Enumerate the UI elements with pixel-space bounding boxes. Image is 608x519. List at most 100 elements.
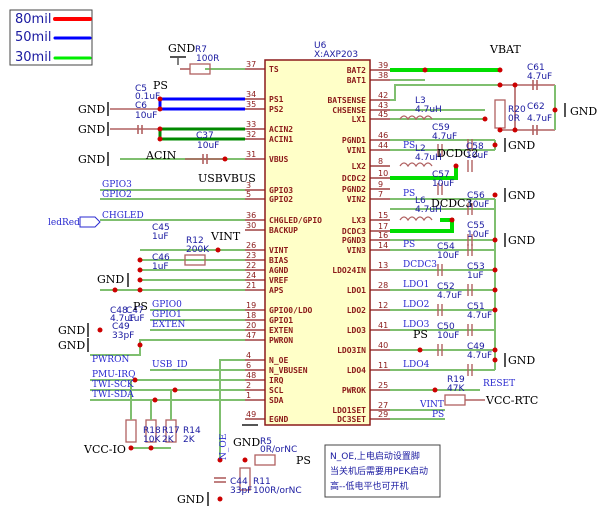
pin-number: 44: [378, 141, 388, 150]
r14-value: 2K: [183, 435, 196, 445]
pin-name: ACIN1: [269, 135, 293, 144]
pin-name: LX3: [352, 216, 367, 225]
inductor-l3[interactable]: [399, 115, 433, 121]
pin-name: LDO1SET: [332, 406, 366, 415]
pin-number: 27: [378, 401, 388, 410]
pin-number: 41: [378, 321, 388, 330]
power-label-dcdc3: DCDC3: [431, 197, 472, 210]
resistor-r19[interactable]: [444, 394, 466, 406]
power-label-gnd: GND: [570, 105, 597, 118]
ic-pin-n-oe[interactable]: 4N_OE: [245, 351, 288, 365]
resistor-r11[interactable]: [239, 467, 251, 491]
pin-number: 7: [378, 190, 383, 199]
ic-body[interactable]: [264, 59, 371, 426]
resistor-r5[interactable]: [254, 454, 276, 466]
inductor-l6[interactable]: [399, 216, 433, 222]
c47-value: 1uF: [128, 314, 145, 324]
pin-number: 22: [246, 261, 256, 270]
pin-name: LDO4: [347, 366, 366, 375]
resistor-r20[interactable]: [494, 99, 506, 129]
inductor-l2[interactable]: [399, 162, 433, 168]
c61-value: 4.7uF: [527, 72, 552, 82]
pin-name: SDA: [269, 396, 284, 405]
pin-name: PS2: [269, 105, 284, 114]
c44-ref: C44: [230, 477, 248, 487]
resistor-r12[interactable]: [184, 254, 206, 266]
pin-number: 30: [246, 221, 256, 230]
trace-dcdc3: [390, 218, 454, 233]
c57-ref: C57: [432, 170, 450, 180]
pin-number: 32: [246, 130, 256, 139]
ic-u6-axp203[interactable]: U6 X:AXP203 37TS34PS135PS233ACIN232ACIN1…: [245, 41, 390, 426]
resistor-r18[interactable]: [125, 419, 137, 443]
ic-pin-n-vbusen[interactable]: 6N_VBUSEN: [245, 361, 308, 375]
l2-ref: L2: [415, 144, 426, 154]
r5-ref: R5: [260, 437, 272, 447]
pin-name: EXTEN: [269, 326, 293, 335]
pin-number: 45: [378, 110, 388, 119]
r11-value: 100R/orNC: [253, 486, 302, 496]
net-label-dcdc3: DCDC3: [403, 260, 437, 270]
pin-name: PWRON: [269, 336, 293, 345]
c49-value: 4.7uF: [467, 351, 492, 361]
power-label-gnd: GND: [177, 493, 204, 506]
c51-ref: C51: [467, 302, 485, 312]
net-label-ldo4: LDO4: [403, 360, 430, 370]
ground-symbols: [87, 56, 566, 506]
r18-ref: R18: [143, 426, 161, 436]
pin-name: AGND: [269, 266, 288, 275]
trace-width-legend: 80mil 50mil 30mil: [9, 9, 93, 66]
c62-ref: C62: [527, 102, 545, 112]
c53-ref: C53: [467, 262, 485, 272]
net-label-chgled: CHGLED: [102, 211, 144, 221]
